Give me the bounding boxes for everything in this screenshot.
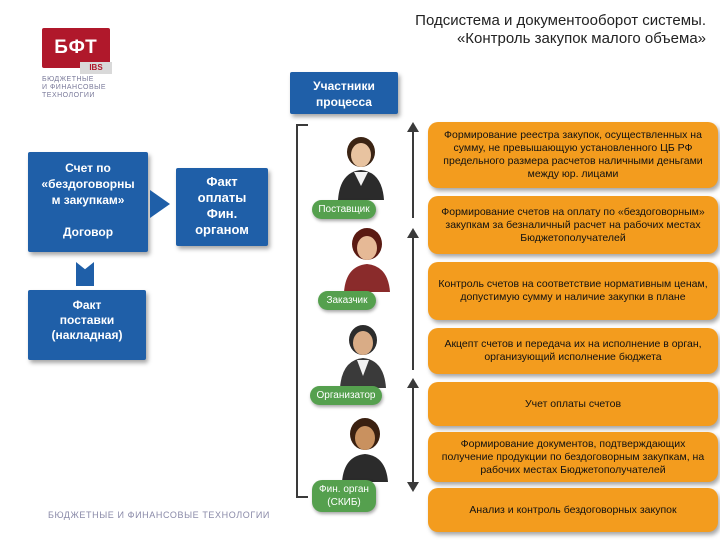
company-logo: БФТ IBS БЮДЖЕТНЫЕ И ФИНАНСОВЫЕ ТЕХНОЛОГИ… <box>42 28 112 100</box>
activity-box: Учет оплаты счетов <box>428 382 718 426</box>
role-finance-authority: Фин. орган (СКИБ) <box>312 480 376 512</box>
arrow-right-icon <box>150 190 170 218</box>
activity-text: Формирование реестра закупок, осуществле… <box>443 129 703 180</box>
participants-line-1: Участники <box>313 79 375 93</box>
role-label: Фин. орган <box>319 484 369 495</box>
right-connector-bottom <box>412 384 414 484</box>
role-label-2: (СКИБ) <box>327 497 361 508</box>
arrow-up-head-bottom <box>407 378 419 388</box>
payment-box: Факт оплаты Фин. органом <box>176 168 268 246</box>
role-customer: Заказчик <box>318 291 376 310</box>
invoice-box: Счет по «бездоговорны м закупкам» Догово… <box>28 152 148 252</box>
activity-text: Формирование документов, подтверждающих … <box>441 437 705 476</box>
right-connector-mid <box>412 234 414 370</box>
page-title: Подсистема и документооборот системы. «К… <box>286 12 706 48</box>
activity-box: Формирование документов, подтверждающих … <box>428 432 718 482</box>
logo-badge: IBS <box>80 62 112 74</box>
role-organizer: Организатор <box>310 386 382 405</box>
arrow-down-head <box>407 482 419 492</box>
delivery-line-2: поставки <box>59 313 115 327</box>
person-icon <box>334 412 396 482</box>
activity-text: Анализ и контроль бездоговорных закупок <box>469 503 677 516</box>
activity-text: Учет оплаты счетов <box>524 397 622 410</box>
role-label: Поставщик <box>318 204 370 215</box>
logo-subtitle: БЮДЖЕТНЫЕ И ФИНАНСОВЫЕ ТЕХНОЛОГИИ <box>42 76 132 100</box>
arrow-up-head-top <box>407 122 419 132</box>
activity-box: Контроль счетов на соответствие норматив… <box>428 262 718 320</box>
arrow-up-head-mid <box>407 228 419 238</box>
logo-sub-line-1: БЮДЖЕТНЫЕ <box>42 76 94 83</box>
activity-text: Контроль счетов на соответствие норматив… <box>438 278 708 303</box>
payment-line-3: Фин. <box>206 206 238 221</box>
activity-box: Акцепт счетов и передача их на исполнени… <box>428 328 718 374</box>
role-label: Заказчик <box>326 295 368 306</box>
footer-text: БЮДЖЕТНЫЕ И ФИНАНСОВЫЕ ТЕХНОЛОГИИ <box>48 510 270 520</box>
delivery-line-1: Факт <box>72 298 102 312</box>
logo-sub-line-3: ТЕХНОЛОГИИ <box>42 92 95 99</box>
activity-box: Формирование счетов на оплату по «бездог… <box>428 196 718 254</box>
title-line-1: Подсистема и документооборот системы. <box>415 12 706 29</box>
activity-text: Формирование счетов на оплату по «бездог… <box>441 205 705 244</box>
activity-box: Формирование реестра закупок, осуществле… <box>428 122 718 188</box>
role-label: Организатор <box>316 390 376 401</box>
invoice-line-1: Счет по <box>65 161 111 175</box>
invoice-line-3: м закупкам» <box>51 193 125 207</box>
right-connector-top <box>412 128 414 218</box>
role-supplier: Поставщик <box>312 200 376 219</box>
left-bracket <box>296 124 308 498</box>
person-icon <box>330 130 392 200</box>
person-icon <box>336 222 398 292</box>
delivery-box: Факт поставки (накладная) <box>28 290 146 360</box>
arrow-up-icon <box>76 262 94 286</box>
payment-line-4: органом <box>195 222 249 237</box>
activity-box: Анализ и контроль бездоговорных закупок <box>428 488 718 532</box>
payment-line-2: оплаты <box>197 190 247 205</box>
title-line-2: «Контроль закупок малого объема» <box>456 30 706 47</box>
person-icon <box>332 318 394 388</box>
participants-line-2: процесса <box>316 95 372 109</box>
activity-text: Акцепт счетов и передача их на исполнени… <box>444 338 702 363</box>
logo-mark: БФТ <box>42 28 110 68</box>
delivery-line-3: (накладная) <box>51 328 123 342</box>
payment-line-1: Факт <box>206 174 238 189</box>
contract-label: Договор <box>62 225 114 239</box>
participants-header: Участники процесса <box>290 72 398 114</box>
logo-sub-line-2: И ФИНАНСОВЫЕ <box>42 84 106 91</box>
invoice-line-2: «бездоговорны <box>41 177 135 191</box>
